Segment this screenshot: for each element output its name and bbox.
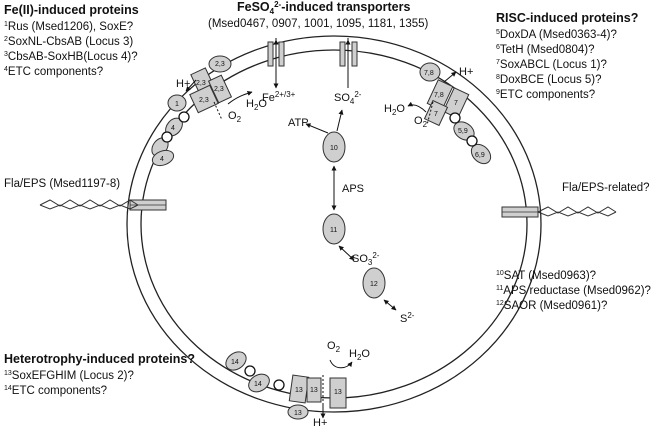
pathway-legend: 10SAT (Msed0963)? 11APS reductase (Msed0…	[496, 270, 651, 312]
hetero-protein-complex	[225, 351, 347, 420]
enzyme-12	[362, 267, 386, 299]
transporter-right	[339, 38, 358, 88]
hetero-label-13-a: 13	[295, 387, 303, 394]
protein-14-a	[225, 351, 247, 371]
protein-13-b	[306, 377, 322, 403]
aps-label: APS	[342, 183, 364, 195]
pathway-item-11: 11APS reductase (Msed0962)?	[496, 285, 651, 297]
fe-label-2-3-c: 2,3	[214, 86, 224, 93]
protein-1	[167, 94, 187, 112]
so4-ion-label: SO42-	[334, 90, 362, 106]
hetero-label-14-b: 14	[254, 381, 262, 388]
pathway-item-10: 10SAT (Msed0963)?	[496, 270, 596, 282]
hetero-label-13-b: 13	[310, 387, 318, 394]
feso4-title: FeSO42--induced transporters	[237, 0, 410, 16]
fe-protein-complex	[151, 55, 233, 167]
risc-label-7-b: 7	[434, 111, 438, 118]
pathway-item-12: 12SAOR (Msed0961)?	[496, 300, 607, 312]
risc-label-5-9: 5,9	[458, 128, 468, 135]
fe-label-1: 1	[175, 101, 179, 108]
enzyme-label-10: 10	[330, 145, 338, 152]
hetero-label-14-a: 14	[231, 359, 239, 366]
risc-induced-title: RISC-induced proteins?	[496, 11, 638, 25]
enzyme-label-11: 11	[330, 227, 337, 234]
risc-item-9: 9ETC components?	[496, 89, 595, 101]
hetero-h2o: H2O	[349, 348, 370, 362]
risc-item-6: 6TetH (Msed0804)?	[496, 44, 595, 56]
cyto-pathway	[305, 109, 397, 311]
fe-item-4: 4ETC components?	[4, 66, 103, 78]
fe-label-4-a: 4	[171, 125, 175, 132]
risc-label-7-8-b: 7,8	[434, 92, 444, 99]
protein-7-b	[423, 99, 449, 127]
risc-h2o: H2O	[384, 103, 405, 117]
risc-induced-legend: RISC-induced proteins? 5DoxDA (Msed0363-…	[496, 11, 638, 101]
hetero-induced-title: Heterotrophy-induced proteins?	[4, 352, 195, 366]
feso4-legend: FeSO42--induced transporters (Msed0467, …	[208, 0, 429, 30]
hetero-induced-legend: Heterotrophy-induced proteins? 13SoxEFGH…	[4, 352, 195, 397]
enzyme-10	[322, 131, 346, 163]
flagellum-right	[501, 206, 617, 218]
enzyme-label-12: 12	[370, 281, 378, 288]
risc-item-7: 7SoxABCL (Locus 1)?	[496, 59, 607, 71]
enzyme-11	[322, 213, 346, 245]
risc-item-5: 5DoxDA (Msed0363-4)?	[496, 29, 617, 41]
fe-induced-title: Fe(II)-induced proteins	[4, 3, 139, 17]
risc-label-7-a: 7	[454, 100, 458, 107]
fla-eps-right-label: Fla/EPS-related?	[562, 182, 650, 194]
fe-item-1: 1Rus (Msed1206), SoxE?	[4, 21, 133, 33]
fe-item-2: 2SoxNL-CbsAB (Locus 3)	[4, 36, 133, 48]
atp-label: ATP	[288, 117, 309, 129]
so3-label: SO32-	[352, 251, 380, 267]
protein-14-b	[248, 373, 270, 393]
risc-protein-complex	[419, 62, 492, 165]
fe-label-4-c: 4	[160, 156, 164, 163]
protein-13-d	[287, 404, 309, 420]
fe-h2o: H2O	[246, 98, 267, 112]
transporter-left	[267, 38, 285, 89]
protein-4-c	[151, 149, 175, 167]
fla-eps-left-label: Fla/EPS (Msed1197-8)	[4, 178, 120, 190]
risc-item-8: 8DoxBCE (Locus 5)?	[496, 74, 602, 86]
risc-h-plus: H+	[459, 66, 473, 78]
hetero-label-13-c: 13	[334, 389, 342, 396]
hetero-o2: O2	[327, 340, 341, 354]
hetero-item-13: 13SoxEFGHIM (Locus 2)?	[4, 370, 134, 382]
flagellum-left	[39, 199, 167, 211]
protein-13-c	[329, 377, 347, 409]
hetero-h-plus: H+	[313, 417, 327, 428]
protein-2-3-d	[189, 84, 219, 114]
risc-label-6-9: 6,9	[475, 152, 485, 159]
s2-label: S2-	[400, 311, 415, 325]
risc-label-7-8-a: 7,8	[424, 70, 434, 77]
hetero-label-13-d: 13	[294, 410, 302, 417]
protein-2-3-a	[208, 55, 232, 73]
fe-label-2-3-a: 2,3	[215, 61, 225, 68]
fe-item-3: 3CbsAB-SoxHB(Locus 4)?	[4, 51, 138, 63]
feso4-ids: (Msed0467, 0907, 1001, 1095, 1181, 1355)	[208, 18, 429, 30]
hetero-item-14: 14ETC components?	[4, 385, 107, 397]
risc-o2: O2	[414, 115, 428, 129]
fe-label-2-3-d: 2,3	[199, 97, 209, 104]
fe-induced-legend: Fe(II)-induced proteins 1Rus (Msed1206),…	[4, 3, 139, 78]
fe-label-2-3-b: 2,3	[196, 80, 206, 87]
fe-o2: O2	[228, 110, 242, 124]
fe-ion-label: Fe2+/3+	[262, 90, 296, 104]
protein-2-3-c	[207, 74, 233, 104]
protein-7-8-a	[419, 62, 441, 82]
